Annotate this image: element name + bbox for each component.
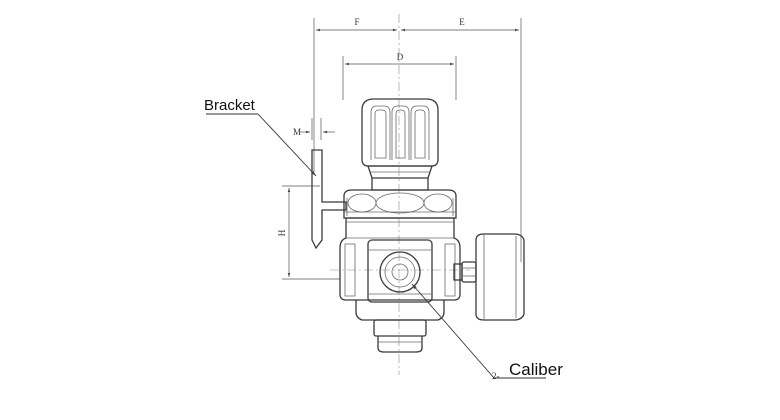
dimension-f-e xyxy=(313,18,522,262)
bonnet xyxy=(343,178,457,219)
dim-label-h: H xyxy=(277,229,287,236)
bottom-cap xyxy=(355,300,445,353)
adjusting-knob xyxy=(361,98,439,179)
bracket-part xyxy=(311,149,347,250)
caliber-prefix: 2- xyxy=(492,371,500,381)
caliber-label: Caliber xyxy=(509,360,563,379)
caliber-leader xyxy=(411,283,546,379)
pressure-gauge xyxy=(453,233,525,321)
dim-label-e: E xyxy=(459,17,465,27)
dimension-h xyxy=(282,185,340,280)
dim-label-m: M xyxy=(293,127,301,137)
port-opening xyxy=(379,251,421,293)
center-lines xyxy=(330,14,470,375)
dimension-d xyxy=(342,56,457,100)
regulator-body xyxy=(339,217,461,303)
dim-label-d: D xyxy=(397,52,404,62)
dimension-m xyxy=(300,118,335,140)
bracket-leader xyxy=(206,113,317,177)
bracket-label: Bracket xyxy=(204,97,256,114)
dim-label-f: F xyxy=(354,17,359,27)
